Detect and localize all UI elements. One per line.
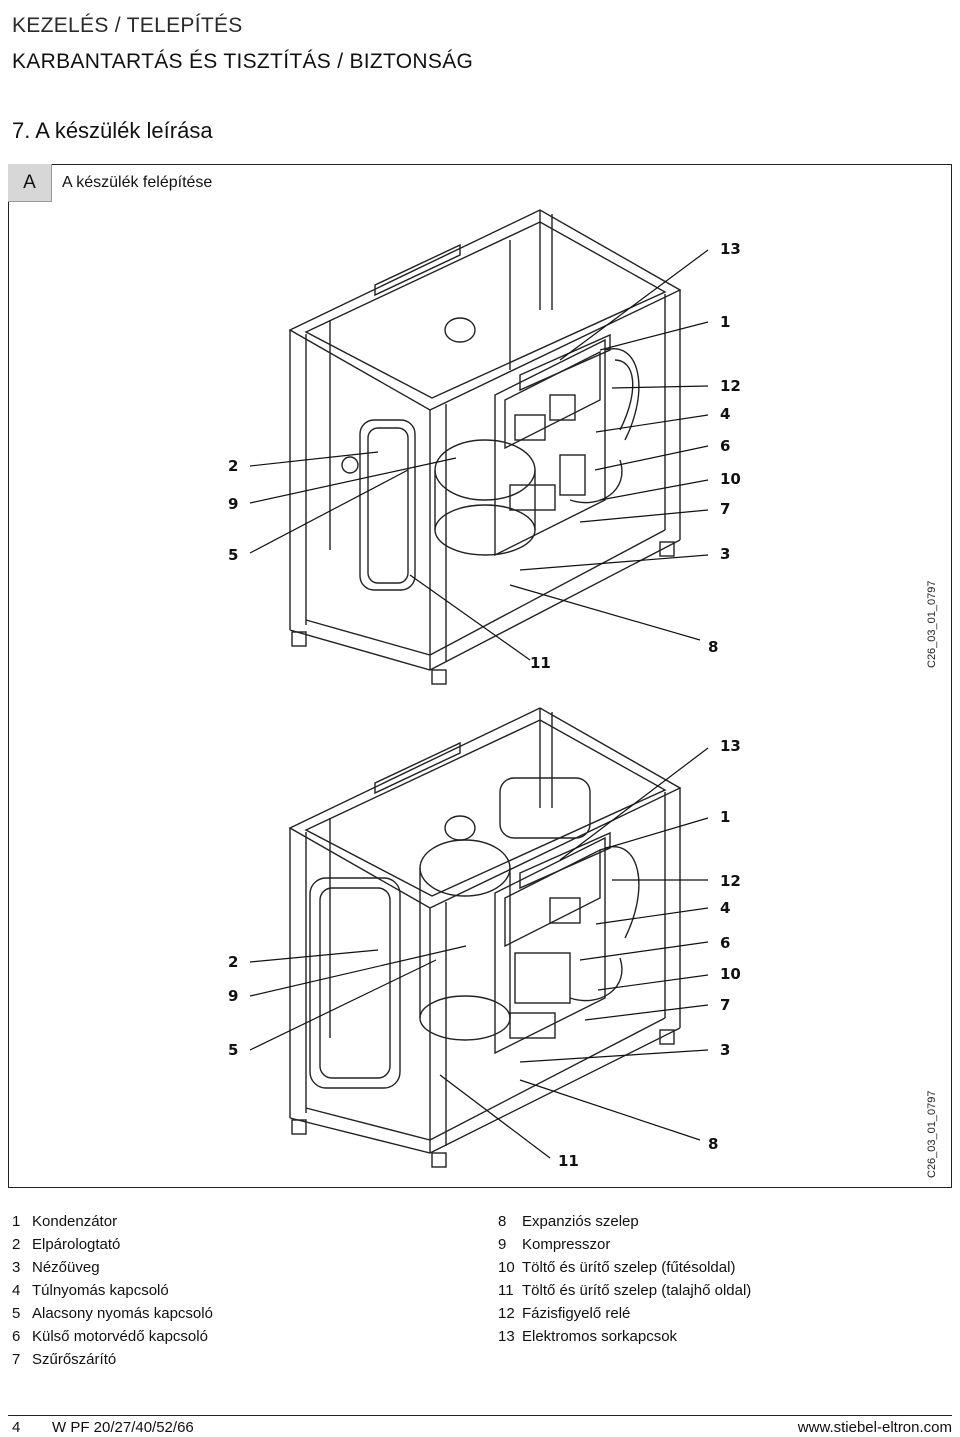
section-title: 7. A készülék leírása	[12, 118, 213, 143]
legend-item: 4 Túlnyomás kapcsoló	[12, 1279, 213, 1302]
legend-number: 9	[498, 1236, 507, 1253]
label-4: 4	[720, 405, 731, 423]
legend-number: 1	[12, 1213, 21, 1230]
label-8: 8	[708, 1135, 719, 1153]
label-7: 7	[720, 996, 731, 1014]
label-6: 6	[720, 437, 731, 455]
legend-text: Túlnyomás kapcsoló	[32, 1282, 169, 1299]
label-11: 11	[558, 1152, 579, 1170]
legend-text: Szűrőszárító	[32, 1351, 117, 1368]
legend-number: 8	[498, 1213, 507, 1230]
label-12: 12	[720, 872, 741, 890]
legend-text: Expanziós szelep	[522, 1213, 639, 1230]
label-13: 13	[720, 737, 741, 755]
legend-text: Elpárologtató	[32, 1236, 121, 1253]
label-8: 8	[708, 638, 719, 656]
legend-text: Kondenzátor	[32, 1213, 118, 1230]
legend-item: 2 Elpárologtató	[12, 1233, 213, 1256]
label-9: 9	[228, 495, 239, 513]
legend-item: 5 Alacsony nyomás kapcsoló	[12, 1302, 213, 1325]
label-11: 11	[530, 654, 551, 672]
label-4: 4	[720, 899, 731, 917]
legend-number: 6	[12, 1328, 21, 1345]
legend-item: 13 Elektromos sorkapcsok	[498, 1325, 751, 1348]
label-7: 7	[720, 500, 731, 518]
label-3: 3	[720, 545, 731, 563]
legend-number: 10	[498, 1259, 515, 1276]
legend-number: 11	[498, 1282, 514, 1299]
page-number: 4	[12, 1419, 21, 1436]
label-12: 12	[720, 377, 741, 395]
legend-text: Kompresszor	[522, 1236, 611, 1253]
legend-item: 7 Szűrőszárító	[12, 1348, 213, 1371]
header-category: KEZELÉS / TELEPÍTÉS	[12, 14, 243, 37]
figure-title: A készülék felépítése	[62, 174, 213, 191]
legend-text: Külső motorvédő kapcsoló	[32, 1328, 208, 1345]
legend-item: 8 Expanziós szelep	[498, 1210, 751, 1233]
label-9: 9	[228, 987, 239, 1005]
footer-model: W PF 20/27/40/52/66	[52, 1419, 194, 1436]
header-subcategory: KARBANTARTÁS ÉS TISZTÍTÁS / BIZTONSÁG	[12, 50, 474, 73]
legend-text: Töltő és ürítő szelep (fűtésoldal)	[522, 1259, 736, 1276]
legend-number: 4	[12, 1282, 21, 1299]
figure-code: C26_03_01_0797	[926, 580, 938, 668]
label-3: 3	[720, 1041, 731, 1059]
label-10: 10	[720, 965, 741, 983]
legend-number: 12	[498, 1305, 515, 1322]
legend-item: 9 Kompresszor	[498, 1233, 751, 1256]
legend-text: Elektromos sorkapcsok	[522, 1328, 678, 1345]
figure-frame	[8, 164, 952, 1188]
figure-code: C26_03_01_0797	[926, 1090, 938, 1178]
legend-text: Alacsony nyomás kapcsoló	[32, 1305, 213, 1322]
legend-number: 13	[498, 1328, 515, 1345]
legend-number: 5	[12, 1305, 21, 1322]
legend-item: 12 Fázisfigyelő relé	[498, 1302, 751, 1325]
label-5: 5	[228, 546, 239, 564]
label-10: 10	[720, 470, 741, 488]
legend-number: 2	[12, 1236, 21, 1253]
legend-item: 1 Kondenzátor	[12, 1210, 213, 1233]
footer-divider	[8, 1415, 952, 1416]
label-1: 1	[720, 313, 731, 331]
label-6: 6	[720, 934, 731, 952]
legend-item: 6 Külső motorvédő kapcsoló	[12, 1325, 213, 1348]
legend-text: Töltő és ürítő szelep (talajhő oldal)	[522, 1282, 752, 1299]
label-1: 1	[720, 808, 731, 826]
legend-text: Nézőüveg	[32, 1259, 100, 1276]
legend-text: Fázisfigyelő relé	[522, 1305, 631, 1322]
legend-number: 3	[12, 1259, 21, 1276]
label-2: 2	[228, 953, 239, 971]
label-5: 5	[228, 1041, 239, 1059]
label-13: 13	[720, 240, 741, 258]
legend-item: 10 Töltő és ürítő szelep (fűtésoldal)	[498, 1256, 751, 1279]
figure-tab: A	[8, 164, 52, 202]
legend-number: 7	[12, 1351, 21, 1368]
footer-url[interactable]: www.stiebel-eltron.com	[797, 1419, 952, 1436]
label-2: 2	[228, 457, 239, 475]
legend-item: 3 Nézőüveg	[12, 1256, 213, 1279]
unit-diagram-bottom	[288, 707, 682, 1168]
legend-item: 11 Töltő és ürítő szelep (talajhő oldal)	[498, 1279, 751, 1302]
